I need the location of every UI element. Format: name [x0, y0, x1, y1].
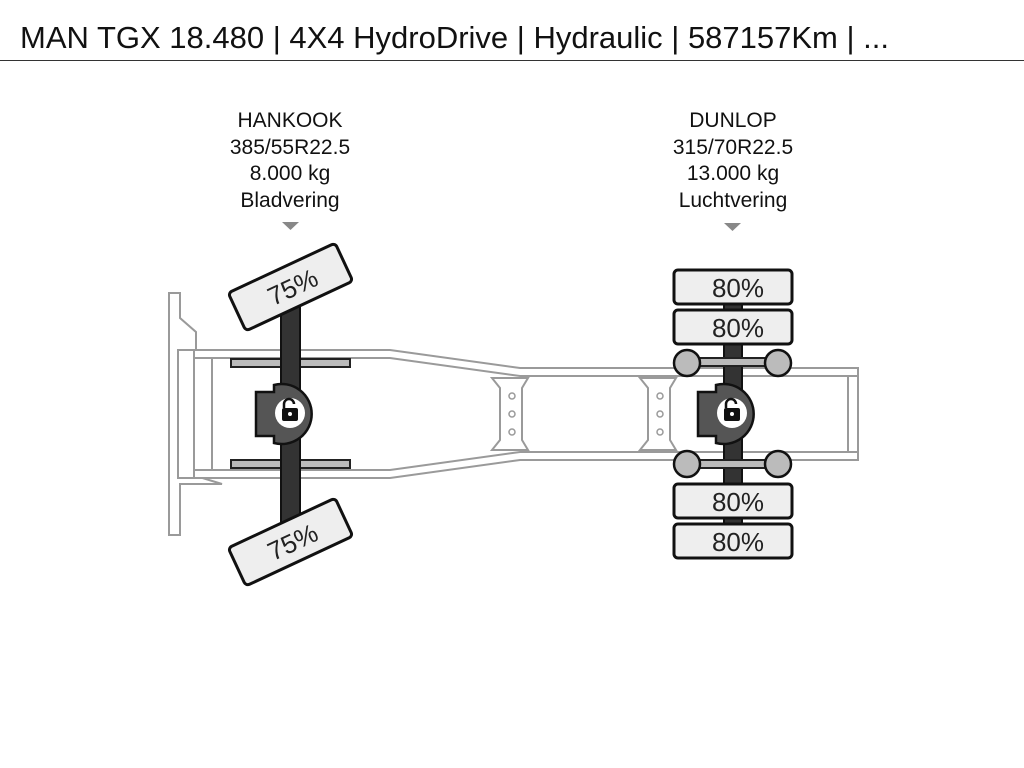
- front-tire-size: 385/55R22.5: [229, 135, 351, 159]
- bolt-hole: [508, 428, 516, 436]
- rear-right-outer-tread-label: 80%: [712, 527, 764, 557]
- rear-suspension: Luchtvering: [678, 188, 788, 212]
- front-right-tire: 75%: [227, 497, 354, 587]
- title-divider: [0, 60, 1024, 61]
- rear-axle-load: 13.000 kg: [686, 162, 780, 185]
- rear-right-inner-tread-label: 80%: [712, 487, 764, 517]
- bolt-hole: [508, 392, 516, 400]
- front-left-tire: 75%: [227, 242, 354, 332]
- rear-airbag-front-left: [672, 348, 702, 378]
- rear-left-outer-tread-label: 80%: [712, 273, 764, 303]
- rear-left-outer-tire: 80%: [672, 268, 794, 306]
- rear-right-outer-tire: 80%: [672, 522, 794, 560]
- front-cross-member: [177, 349, 195, 479]
- bolt-hole: [656, 428, 664, 436]
- front-tire-brand: HANKOOK: [237, 109, 343, 132]
- bolt-hole: [508, 410, 516, 418]
- rear-left-inner-tire: 80%: [672, 308, 794, 346]
- front-axle-marker-icon: [282, 222, 299, 230]
- rear-airbag-rear-right: [763, 449, 793, 479]
- rear-right-inner-tire: 80%: [672, 482, 794, 520]
- rear-cross-member: [838, 375, 849, 453]
- front-hub-unlocked-padlock-icon: [275, 397, 305, 428]
- front-cross-member-inner: [193, 357, 213, 471]
- rear-airbag-rear-left: [763, 348, 793, 378]
- front-axle-load: 8.000 kg: [249, 162, 331, 185]
- rear-tire-size: 315/70R22.5: [672, 135, 794, 159]
- rear-axle-marker-icon: [724, 223, 741, 231]
- rear-airbag-front-right: [672, 449, 702, 479]
- bolt-hole: [656, 392, 664, 400]
- rear-hub-unlocked-padlock-icon: [717, 397, 747, 428]
- front-suspension: Bladvering: [240, 188, 340, 212]
- bolt-hole: [656, 410, 664, 418]
- front-axle-info: HANKOOK 385/55R22.5 8.000 kg Bladvering: [180, 108, 400, 214]
- rear-axle-info: DUNLOP 315/70R22.5 13.000 kg Luchtvering: [623, 108, 843, 214]
- rear-tire-brand: DUNLOP: [689, 109, 777, 132]
- rear-left-inner-tread-label: 80%: [712, 313, 764, 343]
- page-title: MAN TGX 18.480 | 4X4 HydroDrive | Hydrau…: [20, 20, 889, 55]
